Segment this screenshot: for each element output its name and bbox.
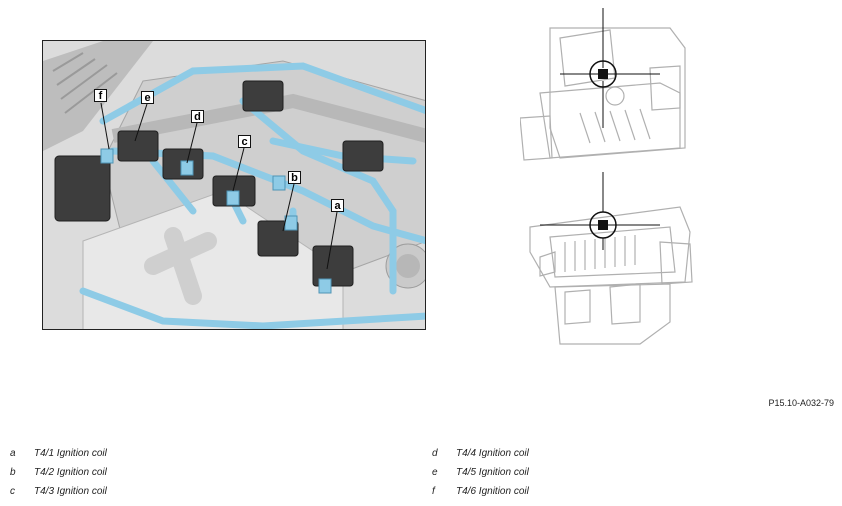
legend-text: T4/4 Ignition coil (456, 448, 529, 459)
legend-text: T4/2 Ignition coil (34, 467, 107, 478)
legend-text: T4/3 Ignition coil (34, 486, 107, 497)
locator-view-top (519, 8, 700, 168)
legend-key: b (10, 467, 16, 478)
callout-e: e (141, 91, 154, 104)
legend-text: T4/6 Ignition coil (456, 486, 529, 497)
legend-key: e (432, 467, 438, 478)
callout-f: f (94, 89, 107, 102)
locator-view-side (520, 172, 700, 350)
legend-text: T4/1 Ignition coil (34, 448, 107, 459)
legend-text: T4/5 Ignition coil (456, 467, 529, 478)
callout-b: b (288, 171, 301, 184)
locator-side-drawing (529, 172, 693, 345)
engine-illustration: f e d c b a (42, 40, 426, 330)
figure-reference-code: P15.10-A032-79 (768, 398, 834, 408)
engine-drawing (43, 41, 425, 329)
legend-key: d (432, 448, 438, 459)
locator-top-drawing (519, 8, 686, 161)
legend-key: f (432, 486, 435, 497)
callout-c: c (238, 135, 251, 148)
callout-d: d (191, 110, 204, 123)
legend-key: c (10, 486, 15, 497)
callout-a: a (331, 199, 344, 212)
legend-key: a (10, 448, 16, 459)
